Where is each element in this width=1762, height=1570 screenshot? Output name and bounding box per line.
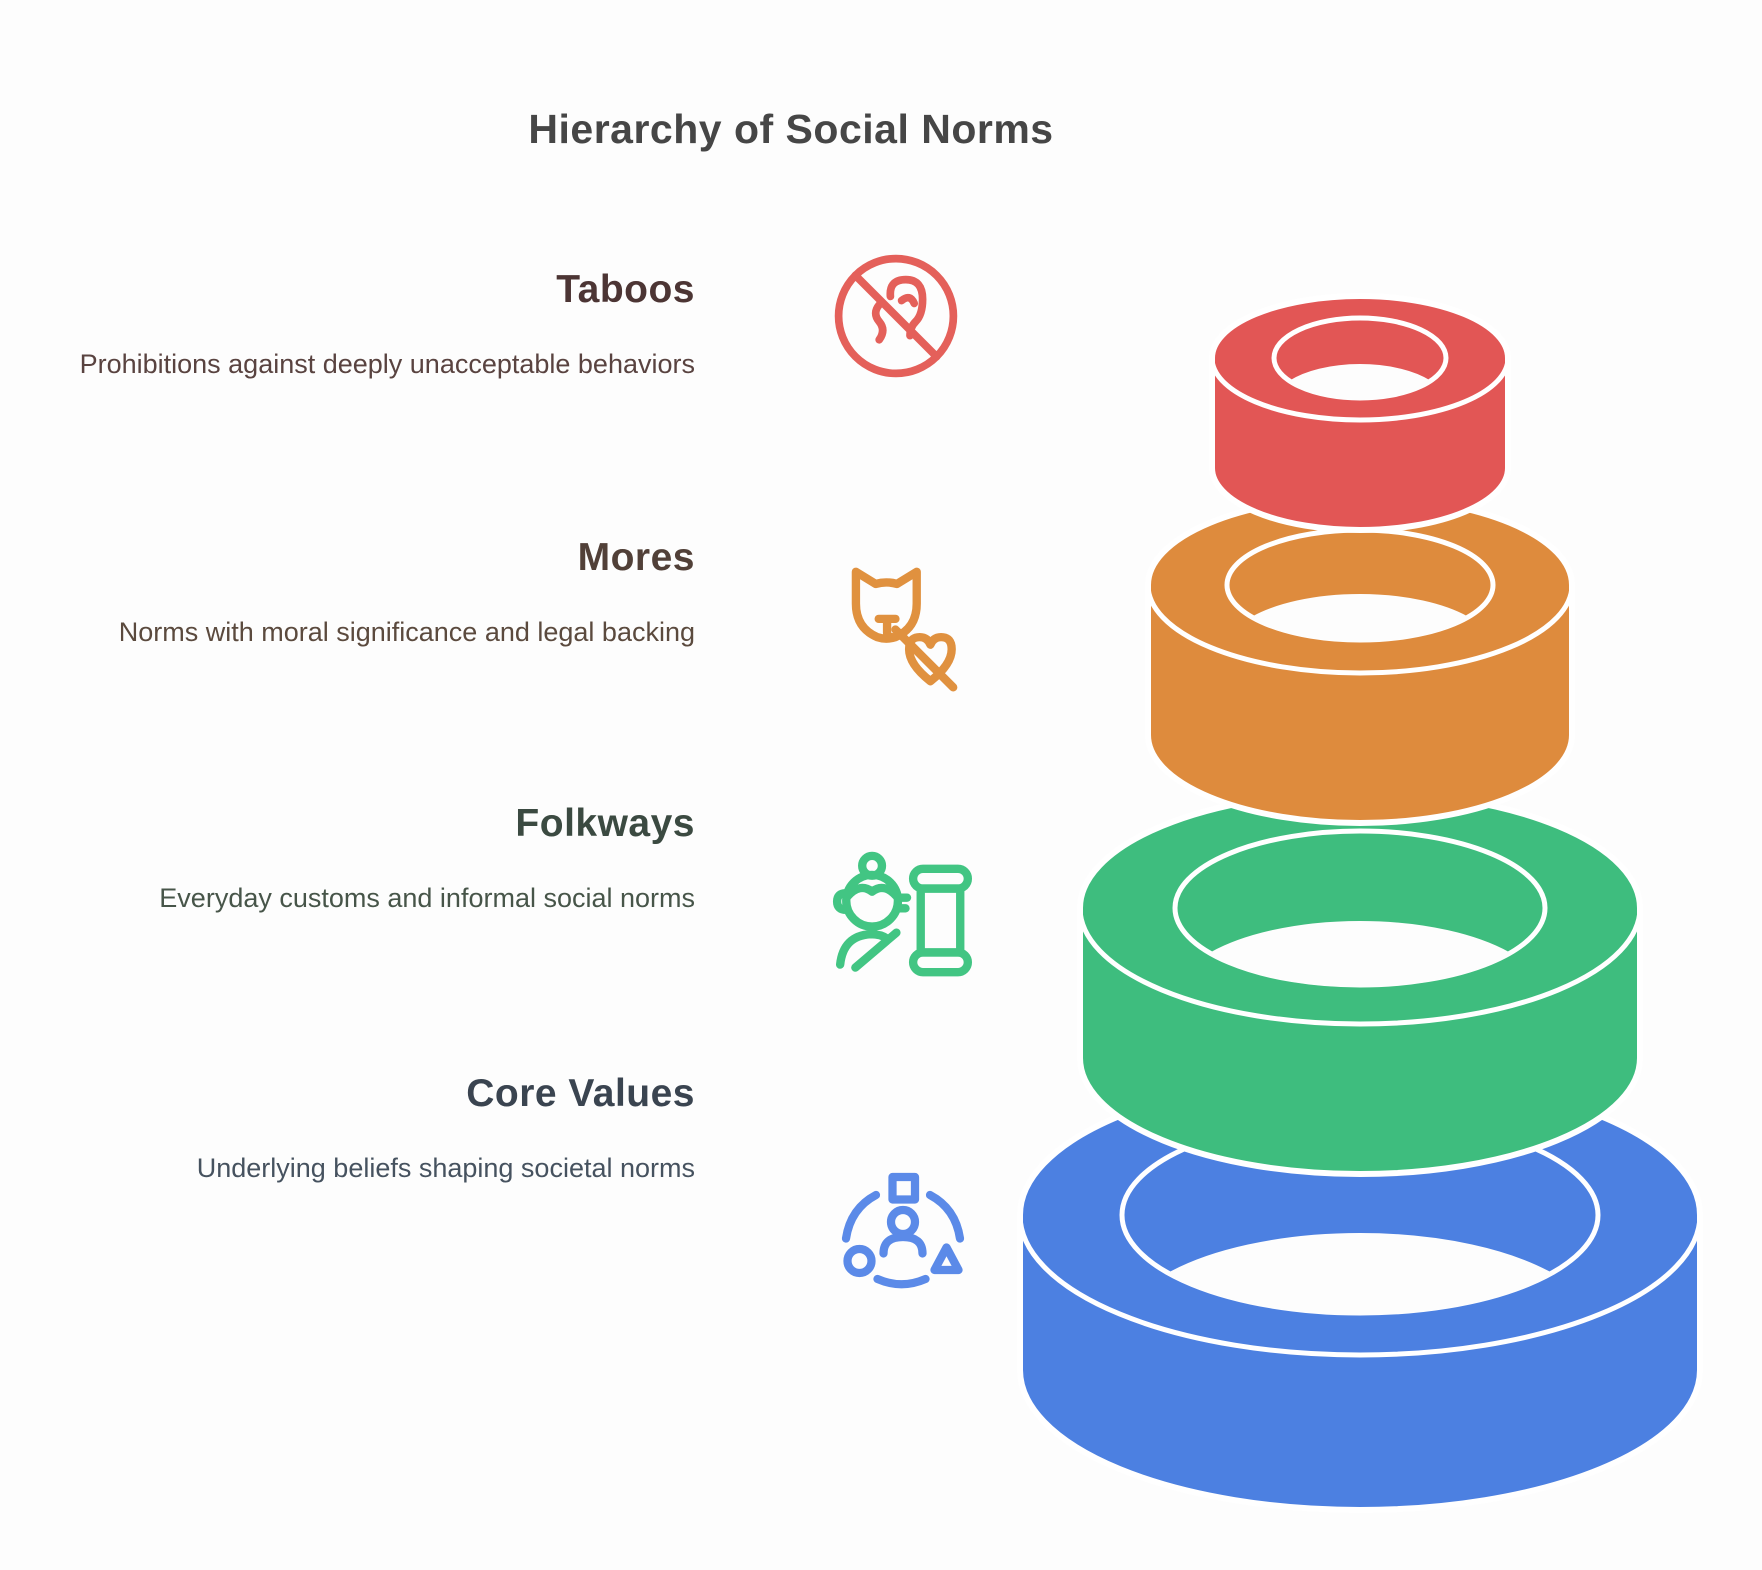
cat-crossed-heart-icon — [824, 552, 976, 704]
person-shapes-icon — [828, 1168, 978, 1318]
person-column-icon — [828, 846, 980, 998]
level-heading-taboos: Taboos — [556, 268, 695, 311]
level-description-folkways: Everyday customs and informal social nor… — [159, 883, 695, 913]
level-section-mores: Mores Norms with moral significance and … — [55, 536, 695, 652]
level-heading-core-values: Core Values — [466, 1072, 695, 1115]
level-description-core-values: Underlying beliefs shaping societal norm… — [196, 1153, 695, 1183]
level-description-mores: Norms with moral significance and legal … — [118, 617, 695, 647]
level-section-taboos: Taboos Prohibitions against deeply unacc… — [55, 268, 695, 384]
level-section-folkways: Folkways Everyday customs and informal s… — [55, 802, 695, 918]
ring-mores — [1145, 494, 1575, 826]
level-description-taboos: Prohibitions against deeply unacceptable… — [79, 349, 695, 379]
level-section-core-values: Core Values Underlying beliefs shaping s… — [55, 1072, 695, 1188]
no-gossip-icon — [826, 246, 966, 386]
level-heading-mores: Mores — [577, 536, 695, 579]
level-heading-folkways: Folkways — [515, 802, 695, 845]
ring-folkways — [1077, 789, 1643, 1177]
ring-taboos — [1209, 293, 1511, 533]
page-title: Hierarchy of Social Norms — [528, 106, 1054, 152]
